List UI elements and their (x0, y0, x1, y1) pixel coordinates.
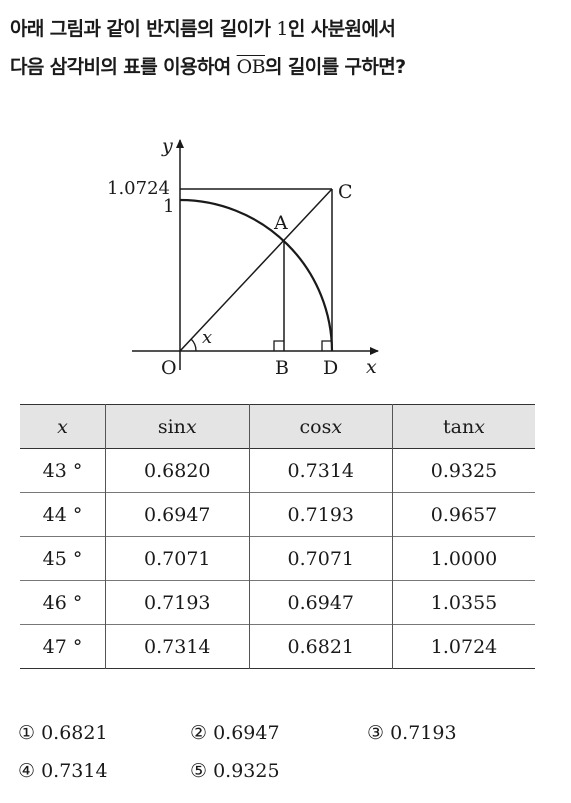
header-tan-fn: tan (443, 415, 475, 438)
cell-cos: 0.6947 (249, 580, 394, 625)
cell-angle: 47 ° (20, 624, 107, 669)
header-tan-var: x (474, 415, 485, 438)
cell-tan: 0.9325 (430, 459, 498, 482)
choice-3[interactable]: ③ 0.7193 (367, 722, 457, 744)
question-line-1-text: 아래 그림과 같이 반지름의 길이가 (10, 18, 277, 40)
table-row: 46 ° 0.7193 0.6947 1.0355 (20, 580, 535, 625)
header-cos: cosx (249, 404, 394, 449)
cell-sin: 0.7193 (105, 580, 250, 625)
question-line-2: 다음 삼각비의 표를 이용하여 OB의 길이를 구하면? (10, 48, 565, 86)
header-x: x (20, 404, 107, 449)
cell-tan: 1.0000 (430, 547, 498, 570)
radius-value: 1 (276, 18, 288, 40)
choice-1[interactable]: ① 0.6821 (18, 722, 108, 744)
question-line-1: 아래 그림과 같이 반지름의 길이가 1인 사분원에서 (10, 10, 565, 48)
cell-tan: 0.9657 (430, 503, 498, 526)
table-header-row: x sinx cosx tanx (20, 404, 535, 449)
cell-tan: 1.0724 (430, 635, 498, 658)
cell-cos: 0.7071 (249, 536, 394, 581)
choice-2[interactable]: ② 0.6947 (190, 722, 280, 744)
angle-arc-x (190, 338, 197, 352)
point-label-c: C (338, 181, 353, 203)
header-cos-fn: cos (299, 415, 332, 438)
cell-cos: 0.7193 (249, 492, 394, 537)
table-row: 47 ° 0.7314 0.6821 1.0724 (20, 624, 535, 669)
quarter-circle-arc (179, 198, 334, 352)
point-label-d: D (323, 357, 338, 379)
cell-tan: 1.0355 (430, 591, 498, 614)
cell-sin: 0.7071 (105, 536, 250, 581)
axis-label-y: y (161, 135, 173, 157)
header-cos-var: x (331, 415, 343, 438)
cell-angle: 46 ° (20, 580, 107, 625)
segment-ob: OB (236, 56, 266, 78)
right-angle-mark-b (273, 340, 284, 351)
quarter-circle-figure: y x 1.0724 1 C A x O B D (107, 135, 379, 379)
question-line-1-end: 인 사분원에서 (287, 18, 396, 40)
header-sin: sinx (105, 404, 250, 449)
header-sin-var: x (185, 415, 197, 438)
cell-sin: 0.7314 (105, 624, 250, 669)
point-label-b: B (275, 357, 289, 379)
header-tan: tanx (393, 405, 535, 449)
cell-sin: 0.6947 (105, 492, 250, 537)
trig-table: x sinx cosx tanx 43 ° 0.6820 0.7314 0.93… (20, 404, 535, 669)
cell-angle: 44 ° (20, 492, 107, 537)
header-sin-fn: sin (157, 415, 186, 438)
choice-5[interactable]: ⑤ 0.9325 (190, 760, 280, 782)
angle-label-x: x (202, 327, 212, 348)
label-1: 1 (163, 196, 174, 217)
table-row: 45 ° 0.7071 0.7071 1.0000 (20, 536, 535, 581)
choice-4[interactable]: ④ 0.7314 (18, 760, 108, 782)
question-line-2-end: 의 길이를 구하면? (264, 56, 406, 78)
label-1-0724: 1.0724 (107, 178, 170, 199)
cell-cos: 0.7314 (249, 448, 394, 493)
point-label-a: A (273, 212, 288, 234)
header-x-var: x (57, 415, 68, 438)
table-row: 43 ° 0.6820 0.7314 0.9325 (20, 448, 535, 493)
question-text: 아래 그림과 같이 반지름의 길이가 1인 사분원에서 다음 삼각비의 표를 이… (10, 10, 565, 86)
cell-sin: 0.6820 (105, 448, 250, 493)
segment-oc (179, 188, 333, 352)
cell-angle: 45 ° (20, 536, 107, 581)
table-row: 44 ° 0.6947 0.7193 0.9657 (20, 492, 535, 537)
point-label-o: O (161, 357, 177, 379)
right-angle-mark-d (321, 340, 332, 351)
cell-cos: 0.6821 (249, 624, 394, 669)
cell-angle: 43 ° (20, 448, 107, 493)
question-line-2-text: 다음 삼각비의 표를 이용하여 (10, 56, 237, 78)
axis-label-x: x (366, 356, 377, 378)
